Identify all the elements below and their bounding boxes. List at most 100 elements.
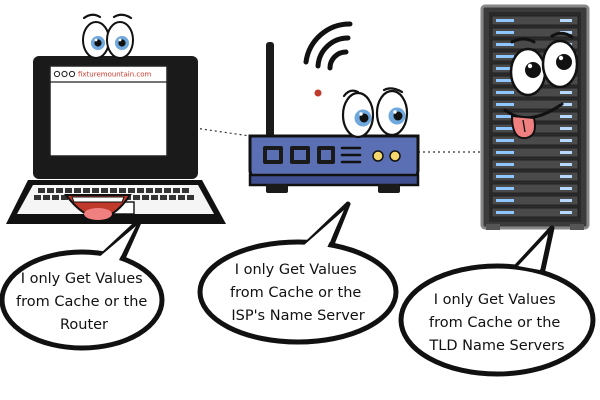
laptop-key	[119, 188, 126, 193]
laptop-key	[146, 188, 153, 193]
server-unit	[491, 183, 579, 194]
server-led	[560, 103, 572, 106]
server-led	[560, 187, 572, 190]
router-foot	[378, 184, 400, 193]
server-led	[496, 115, 514, 118]
server-led	[496, 55, 514, 58]
bubble-line: from Cache or the	[429, 315, 560, 331]
server-led	[496, 187, 514, 190]
laptop-key	[173, 188, 180, 193]
wifi-indicator-dot	[314, 89, 322, 97]
laptop-mouth	[63, 194, 132, 220]
laptop-key	[164, 188, 171, 193]
laptop-key	[155, 188, 162, 193]
router-base	[248, 173, 420, 187]
server-led	[496, 127, 514, 130]
server-unit	[491, 159, 579, 170]
server-led	[560, 175, 572, 178]
laptop-key	[187, 195, 194, 200]
speech-bubble-router: I only Get Values from Cache or the ISP'…	[197, 201, 399, 345]
speech-bubble-server: I only Get Values from Cache or the TLD …	[398, 225, 596, 377]
bubble-line: TLD Name Servers	[428, 338, 564, 354]
laptop-key	[151, 195, 158, 200]
bubble-line: I only Get Values	[21, 271, 143, 287]
laptop-key	[52, 195, 59, 200]
server-unit	[491, 171, 579, 182]
laptop-key	[101, 188, 108, 193]
laptop-key	[92, 188, 99, 193]
laptop-key	[142, 195, 149, 200]
laptop-router-link	[194, 127, 251, 137]
laptop-key	[38, 188, 45, 193]
laptop-key	[56, 188, 63, 193]
server-led	[560, 19, 572, 22]
server-unit	[491, 135, 579, 146]
server-foot	[570, 224, 584, 230]
server-led	[496, 103, 514, 106]
server-led	[496, 67, 514, 70]
bubble-line: Router	[60, 317, 108, 333]
server-unit	[491, 39, 579, 50]
laptop-key	[65, 188, 72, 193]
router-ports	[263, 146, 335, 164]
bubble-line: I only Get Values	[235, 262, 357, 278]
server-unit	[491, 147, 579, 158]
server-led	[560, 199, 572, 202]
server-unit	[491, 27, 579, 38]
router-light	[372, 150, 384, 162]
laptop: fixturemountain.com	[6, 13, 226, 224]
server-foot	[486, 224, 500, 230]
server-led	[496, 151, 514, 154]
bubble-router-text: I only Get Values from Cache or the ISP'…	[230, 262, 366, 324]
router	[248, 21, 420, 193]
laptop-key	[128, 188, 135, 193]
laptop-key	[182, 188, 189, 193]
browser-dot-icon	[68, 70, 76, 78]
router-antenna	[266, 42, 274, 137]
server-led	[496, 199, 514, 202]
laptop-key	[160, 195, 167, 200]
browser-window	[49, 65, 168, 157]
server-led	[560, 127, 572, 130]
bubble-line: from Cache or the	[230, 285, 361, 301]
server-unit	[491, 15, 579, 26]
server-led	[496, 163, 514, 166]
server-led	[496, 175, 514, 178]
router-vents	[340, 146, 362, 164]
laptop-key	[169, 195, 176, 200]
browser-dot-icon	[61, 70, 68, 78]
server-rack	[480, 4, 590, 230]
server-face	[503, 31, 579, 140]
wifi-icon	[303, 21, 353, 71]
server-led	[560, 163, 572, 166]
bubble-line: from Cache or the	[16, 294, 147, 310]
router-foot	[266, 184, 288, 193]
server-led	[496, 31, 514, 34]
browser-url: fixturemountain.com	[78, 71, 152, 79]
bubble-line: I only Get Values	[434, 292, 556, 308]
server-led	[496, 79, 514, 82]
laptop-key	[43, 195, 50, 200]
browser-dot-icon	[53, 70, 61, 78]
server-led	[496, 91, 514, 94]
server-unit	[491, 207, 579, 218]
server-led	[496, 43, 514, 46]
bubble-server-text: I only Get Values from Cache or the TLD …	[428, 292, 565, 354]
server-led	[560, 151, 572, 154]
laptop-key	[110, 188, 117, 193]
server-led	[560, 91, 572, 94]
laptop-key	[137, 188, 144, 193]
laptop-key	[83, 188, 90, 193]
server-led	[560, 139, 572, 142]
server-led	[560, 115, 572, 118]
laptop-eyes	[82, 13, 134, 59]
speech-bubble-laptop: I only Get Values from Cache or the Rout…	[0, 217, 165, 351]
server-unit	[491, 99, 579, 110]
laptop-key	[133, 195, 140, 200]
server-led	[496, 19, 514, 22]
server-led	[496, 139, 514, 142]
router-light	[389, 150, 401, 162]
laptop-key	[74, 188, 81, 193]
